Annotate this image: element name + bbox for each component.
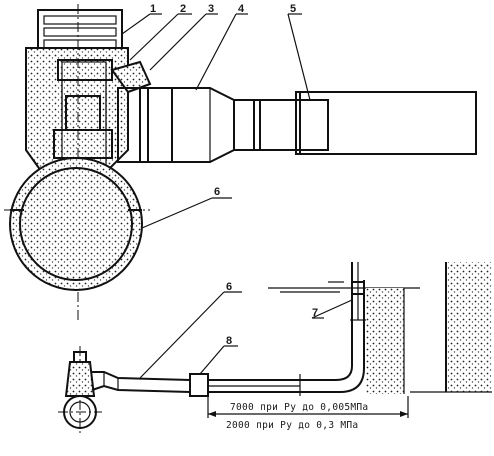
bottom-callouts: 6 7 8 <box>139 281 353 379</box>
riser-pipe <box>350 262 366 321</box>
housing-body <box>25 47 129 179</box>
callout-8: 8 <box>226 335 232 347</box>
callout-7: 7 <box>312 307 318 319</box>
main-pipe-small <box>58 346 102 436</box>
distance-dimension: 7000 при Ру до 0,005МПа 2000 при Ру до 0… <box>207 396 409 431</box>
tapping-assembly-section <box>4 4 477 320</box>
callout-5: 5 <box>290 3 296 15</box>
seal-ring <box>110 60 152 94</box>
branch-reducer <box>117 87 235 163</box>
service-pipe-sloped <box>91 371 191 393</box>
building-wall <box>410 262 492 393</box>
callout-6-bottom: 6 <box>226 281 232 293</box>
callout-6-top: 6 <box>214 186 220 198</box>
top-callouts: 1 2 3 4 5 6 <box>121 3 311 229</box>
service-pipe-horizontal <box>208 320 365 396</box>
connector-8 <box>189 373 209 397</box>
dimension-line-2: 2000 при Ру до 0,3 МПа <box>226 420 358 431</box>
service-line-layout <box>58 262 492 436</box>
callout-1: 1 <box>150 3 156 15</box>
callout-2: 2 <box>180 3 186 15</box>
callout-4: 4 <box>238 3 245 15</box>
main-pipe-cross-section <box>9 157 143 291</box>
service-pipe-top <box>233 91 477 155</box>
callout-3: 3 <box>208 3 214 15</box>
ground-level <box>268 281 420 394</box>
dimension-line-1: 7000 при Ру до 0,005МПа <box>230 402 368 413</box>
